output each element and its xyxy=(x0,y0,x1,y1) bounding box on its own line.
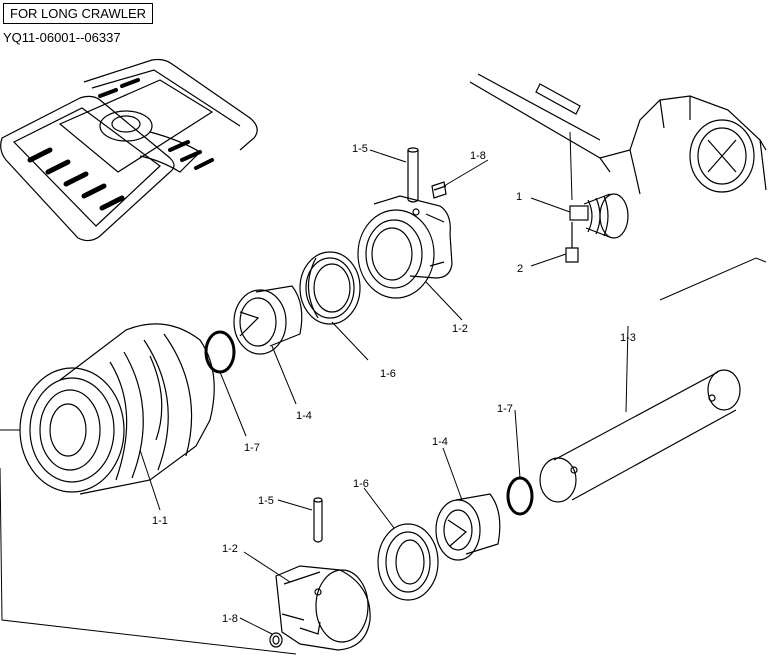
collar-1-2-bottom xyxy=(275,565,371,651)
plug-1-8-bottom xyxy=(269,632,283,648)
callout-1-7-top: 1-7 xyxy=(244,442,260,454)
collar-1-2-top xyxy=(357,195,453,299)
diagram-title: FOR LONG CRAWLER xyxy=(3,3,154,24)
callout-2: 2 xyxy=(517,263,523,275)
bushing-1-4-bottom xyxy=(435,493,501,561)
track-frame-illustration xyxy=(0,58,258,242)
callout-1-6-bottom: 1-6 xyxy=(353,478,369,490)
callout-1-4-bottom: 1-4 xyxy=(432,436,448,448)
roller-assembly-small xyxy=(565,193,629,263)
callout-1: 1 xyxy=(516,191,522,203)
pin-1-5-bottom xyxy=(313,497,323,543)
callout-1-3: 1-3 xyxy=(620,332,636,344)
leader-lines xyxy=(0,149,767,655)
serial-range: YQ11-06001--06337 xyxy=(3,30,121,45)
seal-1-6-bottom xyxy=(377,523,439,601)
plug-1-8-top xyxy=(431,181,447,199)
pin-1-5-top xyxy=(407,147,419,203)
callout-1-2-top: 1-2 xyxy=(452,323,468,335)
callout-1-7-bottom: 1-7 xyxy=(497,403,513,415)
o-ring-1-7-bottom xyxy=(506,476,534,516)
callout-1-6-top: 1-6 xyxy=(380,368,396,380)
bushing-1-4-top xyxy=(233,285,303,355)
track-roller-1-1 xyxy=(19,323,215,495)
callout-1-8-top: 1-8 xyxy=(470,150,486,162)
callout-1-5-top: 1-5 xyxy=(352,143,368,155)
callout-1-8-bottom: 1-8 xyxy=(222,613,238,625)
callout-1-1: 1-1 xyxy=(152,515,168,527)
machine-body-illustration xyxy=(469,73,767,201)
callout-1-4-top: 1-4 xyxy=(296,410,312,422)
seal-1-6-top xyxy=(299,251,361,325)
callout-1-5-bottom: 1-5 xyxy=(258,495,274,507)
o-ring-1-7-top xyxy=(204,330,236,374)
callout-1-2-bottom: 1-2 xyxy=(222,543,238,555)
shaft-1-3 xyxy=(539,369,741,503)
